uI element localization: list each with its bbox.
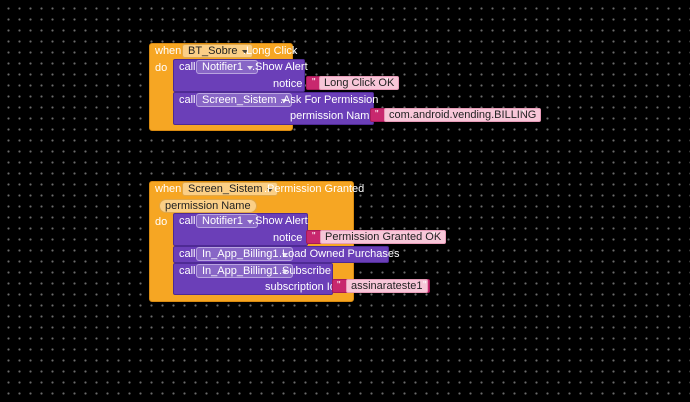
do-label: do: [155, 62, 168, 74]
quote-close: ": [521, 109, 525, 120]
method-name: .Load Owned Purchases: [279, 248, 400, 260]
component-dropdown[interactable]: In_App_Billing1: [196, 264, 294, 278]
do-label: do: [155, 216, 168, 228]
param-label: permission Name: [290, 110, 376, 122]
component-dropdown[interactable]: Screen_Sistem: [196, 93, 292, 107]
quote-close: ": [432, 231, 436, 242]
dropdown-value: Notifier1: [202, 215, 243, 227]
dropdown-value: In_App_Billing1: [202, 248, 279, 260]
method-name: .Show Alert: [252, 61, 308, 73]
component-dropdown[interactable]: BT_Sobre: [182, 44, 253, 58]
quote-open: ": [312, 77, 316, 88]
event-name: .Long Click: [243, 45, 298, 57]
dropdown-value: Screen_Sistem: [202, 94, 277, 106]
method-name: .Show Alert: [252, 215, 308, 227]
call-label: call: [179, 265, 196, 277]
dropdown-value: In_App_Billing1: [202, 265, 279, 277]
quote-open: ": [337, 280, 341, 291]
quote-close: ": [385, 77, 389, 88]
component-dropdown[interactable]: Screen_Sistem: [182, 182, 278, 196]
quote-close: ": [423, 280, 427, 291]
method-name: .Ask For Permission: [280, 94, 379, 106]
param-label: notice: [273, 232, 303, 244]
call-label: call: [179, 215, 196, 227]
chevron-down-icon: [246, 66, 253, 70]
string-value[interactable]: assinarateste1: [346, 279, 428, 293]
string-value[interactable]: Long Click OK: [319, 76, 400, 90]
event-parameter[interactable]: permission Name: [159, 199, 257, 213]
call-label: call: [179, 248, 196, 260]
call-label: call: [179, 61, 196, 73]
method-name: .Subscribe: [279, 265, 331, 277]
param-label: subscription Id: [265, 281, 336, 293]
dropdown-value: Notifier1: [202, 61, 243, 73]
string-value[interactable]: Permission Granted OK: [320, 230, 447, 244]
chevron-down-icon: [266, 188, 273, 192]
quote-open: ": [312, 231, 316, 242]
chevron-down-icon: [282, 270, 289, 274]
component-dropdown[interactable]: Notifier1: [196, 214, 258, 228]
chevron-down-icon: [241, 50, 248, 54]
call-label: call: [179, 94, 196, 106]
dropdown-value: Screen_Sistem: [188, 183, 263, 195]
dropdown-value: BT_Sobre: [188, 45, 238, 57]
string-value[interactable]: com.android.vending.BILLING: [384, 108, 542, 122]
chevron-down-icon: [282, 253, 289, 257]
param-label: notice: [273, 78, 303, 90]
chevron-down-icon: [280, 99, 287, 103]
when-label: when: [155, 45, 182, 57]
quote-open: ": [375, 109, 379, 120]
event-name: .Permission Granted: [264, 183, 365, 195]
when-label: when: [155, 183, 182, 195]
component-dropdown[interactable]: Notifier1: [196, 60, 258, 74]
component-dropdown[interactable]: In_App_Billing1: [196, 247, 294, 261]
chevron-down-icon: [246, 220, 253, 224]
